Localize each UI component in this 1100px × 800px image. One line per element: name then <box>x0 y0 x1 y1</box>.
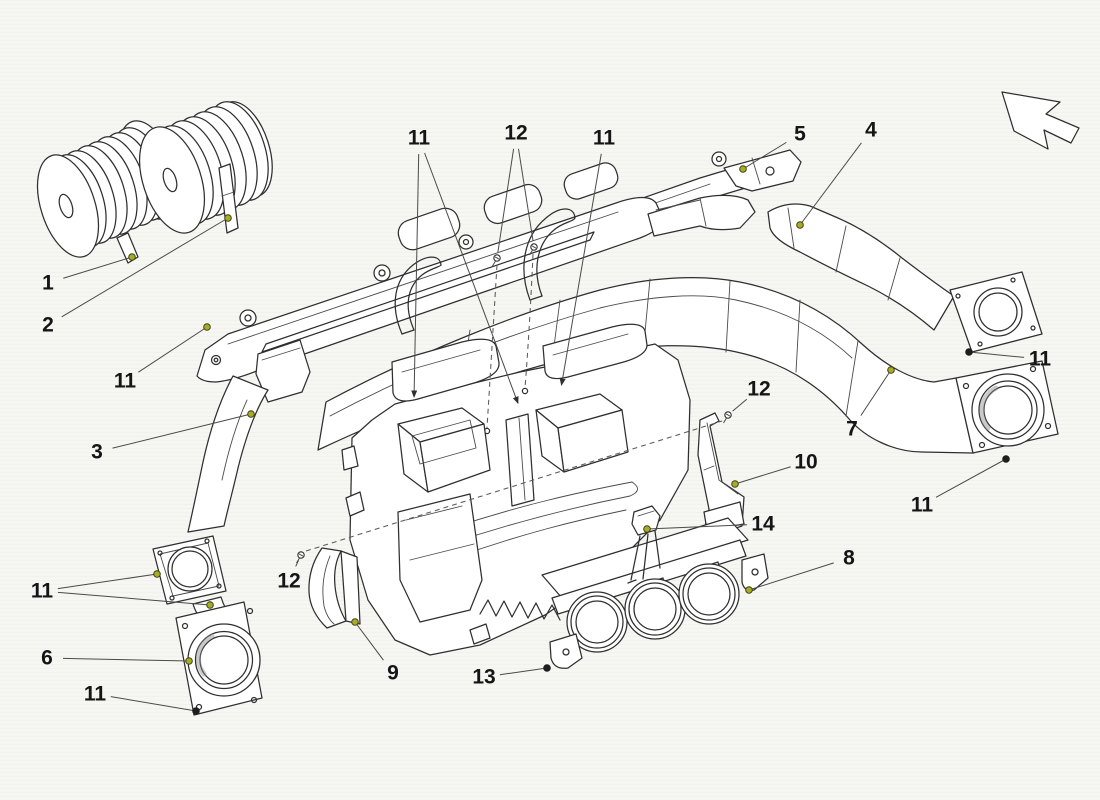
leader-line <box>559 153 602 387</box>
hose-coil-2 <box>138 101 273 234</box>
screw-icon <box>723 411 732 424</box>
part-hotspot-dot[interactable] <box>965 348 973 356</box>
leader-line <box>295 560 299 567</box>
hose-end-2 <box>218 163 239 234</box>
screw-icon <box>492 254 501 267</box>
callout-label-10-12[interactable]: 10 <box>794 451 817 474</box>
duct-front-end-spout <box>647 194 756 237</box>
leader-line <box>935 458 1007 498</box>
side-vent-flange-right <box>949 271 1043 353</box>
left-duct-part3 <box>187 375 269 533</box>
leader-line <box>57 573 158 590</box>
callout-label-11-13[interactable]: 11 <box>911 494 934 517</box>
leader-line <box>57 591 211 606</box>
leader-line <box>424 152 519 405</box>
callout-label-11-6[interactable]: 11 <box>593 127 616 150</box>
leader-line <box>742 141 787 170</box>
callout-label-11-4[interactable]: 11 <box>408 127 431 150</box>
part-hotspot-dot[interactable] <box>731 480 739 488</box>
callout-label-14-14[interactable]: 14 <box>751 513 775 536</box>
arrow-up-left-icon <box>1001 91 1080 150</box>
callout-label-1-0[interactable]: 1 <box>42 272 54 295</box>
part-hotspot-dot[interactable] <box>153 570 161 578</box>
leader-line <box>646 524 748 530</box>
leader-line <box>112 413 252 449</box>
leader-line <box>411 153 420 399</box>
part-hotspot-dot[interactable] <box>206 601 214 609</box>
part-hotspot-dot[interactable] <box>643 525 651 533</box>
leader-line <box>138 326 208 373</box>
leader-line <box>748 562 834 591</box>
leader-line <box>968 351 1025 358</box>
leader-line <box>860 369 892 416</box>
callout-label-12-5[interactable]: 12 <box>504 122 527 145</box>
part-hotspot-dot[interactable] <box>887 366 895 374</box>
part-hotspot-dot[interactable] <box>543 664 551 672</box>
callout-label-13-16[interactable]: 13 <box>472 666 495 689</box>
bracket-part13 <box>549 633 583 669</box>
side-duct-part4 <box>767 203 955 331</box>
callout-label-9-17[interactable]: 9 <box>387 662 399 685</box>
callout-label-6-19[interactable]: 6 <box>41 647 53 670</box>
leader-line <box>732 398 748 412</box>
defroster-outlet-left <box>391 338 500 402</box>
part-hotspot-dot[interactable] <box>1002 455 1010 463</box>
leader-line <box>497 148 515 253</box>
duct-clamp-hooks <box>394 208 576 335</box>
callout-label-11-9[interactable]: 11 <box>1029 348 1052 371</box>
part-hotspot-dot[interactable] <box>739 165 747 173</box>
assembly-guide-lines <box>305 253 723 552</box>
callout-label-12-11[interactable]: 12 <box>747 378 770 401</box>
cover-part9 <box>308 547 361 629</box>
hvac-unit <box>341 323 691 656</box>
round-vent-left-part6 <box>175 601 263 716</box>
leader-line <box>734 466 791 485</box>
defroster-outlet-right <box>542 323 648 380</box>
callout-label-5-7[interactable]: 5 <box>794 123 806 146</box>
leader-line <box>799 142 862 226</box>
part-hotspot-dot[interactable] <box>203 323 211 331</box>
leader-line <box>62 657 190 662</box>
callout-label-8-15[interactable]: 8 <box>843 547 855 570</box>
screw-icon <box>296 551 305 564</box>
callout-label-11-2[interactable]: 11 <box>114 370 137 393</box>
part-hotspot-dot[interactable] <box>247 410 255 418</box>
callout-label-4-8[interactable]: 4 <box>865 119 877 142</box>
defroster-duct-front <box>196 194 756 403</box>
leader-line <box>518 148 534 242</box>
bracket-part10 <box>697 412 745 532</box>
part-hotspot-dot[interactable] <box>796 221 804 229</box>
leader-line <box>61 217 229 318</box>
round-vent-right <box>955 360 1059 454</box>
part-hotspot-dot[interactable] <box>224 214 232 222</box>
callout-label-12-18[interactable]: 12 <box>277 570 300 593</box>
screw-icon <box>529 243 538 256</box>
part-hotspot-dot[interactable] <box>192 707 200 715</box>
duct-front-spout <box>255 339 311 403</box>
part-hotspot-dot[interactable] <box>745 586 753 594</box>
leader-line <box>63 256 133 279</box>
leader-line <box>354 621 384 661</box>
duct5-end-tongue <box>723 149 802 192</box>
callout-label-11-20[interactable]: 11 <box>31 580 54 603</box>
callout-label-3-3[interactable]: 3 <box>91 441 103 464</box>
leader-line <box>110 696 197 712</box>
vent-frame-part8 <box>541 517 769 669</box>
callout-label-11-21[interactable]: 11 <box>84 683 107 706</box>
callout-label-2-1[interactable]: 2 <box>42 314 54 337</box>
leader-line <box>499 667 548 676</box>
part-hotspot-dot[interactable] <box>185 657 193 665</box>
sensor-part14 <box>627 505 661 584</box>
callout-label-7-10[interactable]: 7 <box>846 418 858 441</box>
part-hotspot-dot[interactable] <box>128 253 136 261</box>
part-hotspot-dot[interactable] <box>351 618 359 626</box>
